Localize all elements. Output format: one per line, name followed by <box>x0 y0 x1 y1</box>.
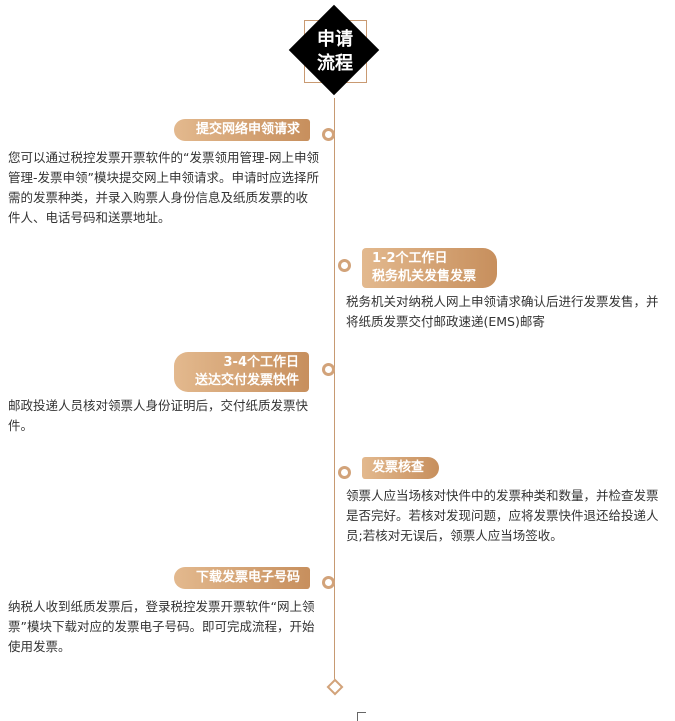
step-2-description: 税务机关对纳税人网上申领请求确认后进行发票发售，并将纸质发票交付邮政速递(EMS… <box>346 294 659 329</box>
step-4-node <box>338 466 351 479</box>
step-5-description: 纳税人收到纸质发票后，登录税控发票开票软件“网上领票”模块下载对应的发票电子号码… <box>8 599 315 654</box>
step-5-node <box>322 576 335 589</box>
step-3-description: 邮政投递人员核对领票人身份证明后，交付纸质发票快件。 <box>8 398 309 433</box>
step-2-label-line-1: 1-2个工作日 <box>372 251 448 266</box>
title-line-2: 流程 <box>317 53 353 74</box>
step-3-node <box>322 363 335 376</box>
step-3-label-line-1: 3-4个工作日 <box>223 355 300 370</box>
step-3-label: 3-4个工作日 送达交付发票快件 <box>174 352 309 392</box>
step-4-label: 发票核查 <box>362 457 439 479</box>
step-1-description: 您可以通过税控发票开票软件的“发票领用管理-网上申领管理-发票申领”模块提交网上… <box>8 150 319 225</box>
step-3-label-line-2: 送达交付发票快件 <box>194 373 299 388</box>
step-2-label-line-2: 税务机关发售发票 <box>372 269 477 284</box>
step-1-label: 提交网络申领请求 <box>174 119 310 141</box>
step-4-description: 领票人应当场核对快件中的发票种类和数量，并检查发票是否完好。若核对发现问题，应将… <box>346 488 659 543</box>
step-2-label: 1-2个工作日 税务机关发售发票 <box>362 248 497 288</box>
title-line-1: 申请 <box>317 29 353 50</box>
timeline-line <box>334 98 335 688</box>
step-1-node <box>322 128 335 141</box>
corner-mark <box>357 712 366 721</box>
step-5-label: 下载发票电子号码 <box>174 567 310 589</box>
step-2-node <box>338 259 351 272</box>
timeline-end-marker <box>326 678 344 696</box>
timeline-title: 申请 流程 <box>300 28 370 76</box>
